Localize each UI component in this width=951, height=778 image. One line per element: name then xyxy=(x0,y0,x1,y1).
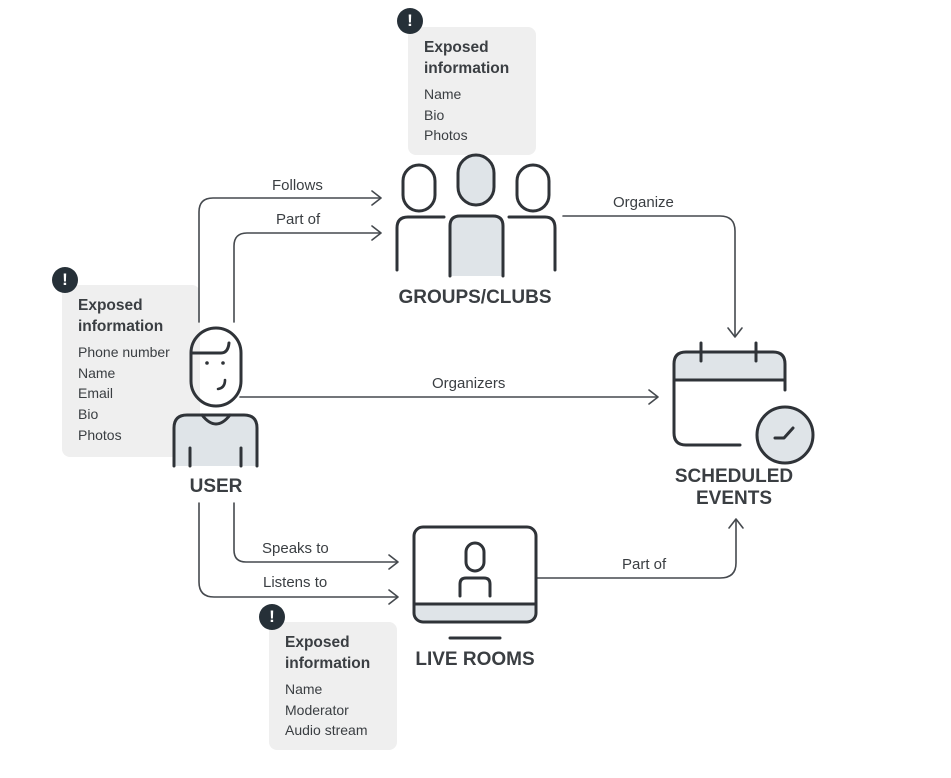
rooms-info-item: Audio stream xyxy=(285,722,368,739)
edge-label-speaks-to: Speaks to xyxy=(262,540,329,557)
edge-label-part-of-events: Part of xyxy=(622,556,667,573)
groups-info-item: Photos xyxy=(424,127,468,144)
rooms-info-box: Exposed information Name Moderator Audio… xyxy=(269,622,397,750)
user-icon xyxy=(172,326,259,468)
edge-organizers: Organizers xyxy=(239,375,659,405)
rooms-info-title: Exposed information xyxy=(285,634,371,672)
rooms-info-item: Moderator xyxy=(285,701,349,718)
user-alert-icon: ! xyxy=(52,267,78,293)
edge-label-part-of-groups: Part of xyxy=(276,211,321,228)
groups-info-box: Exposed information Name Bio Photos xyxy=(408,27,536,155)
user-info-item: Phone number xyxy=(78,344,170,360)
groups-info-item: Name xyxy=(424,86,462,102)
node-label-groups: GROUPS/CLUBS xyxy=(398,287,551,308)
edge-part-of-events: Part of xyxy=(536,518,744,579)
node-label-events-line1: SCHEDULED xyxy=(675,466,793,487)
calendar-clock-icon xyxy=(672,341,815,465)
node-label-user: USER xyxy=(190,476,243,497)
user-info-item: Name xyxy=(78,364,116,381)
groups-info-title: Exposed information xyxy=(424,39,510,77)
edge-listens-to: Listens to xyxy=(198,502,399,605)
edge-organize: Organize xyxy=(562,194,743,338)
edge-speaks-to: Speaks to xyxy=(233,502,399,570)
edge-part-of-groups: Part of xyxy=(233,211,382,323)
rooms-alert-icon: ! xyxy=(259,604,285,630)
user-info-item: Bio xyxy=(78,406,99,423)
edge-label-listens-to: Listens to xyxy=(263,574,327,591)
edge-follows: Follows xyxy=(198,177,382,323)
rooms-info-item: Name xyxy=(285,681,323,697)
edge-label-organizers: Organizers xyxy=(432,375,505,392)
groups-alert-icon: ! xyxy=(397,8,423,34)
monitor-person-icon xyxy=(412,525,538,640)
user-info-item: Email xyxy=(78,385,114,402)
node-label-rooms: LIVE ROOMS xyxy=(415,649,534,670)
group-icon xyxy=(395,153,557,278)
user-info-item: Photos xyxy=(78,426,122,443)
node-label-events-line2: EVENTS xyxy=(696,488,772,509)
edge-label-organize: Organize xyxy=(613,194,674,211)
user-info-title: Exposed information xyxy=(78,297,164,335)
groups-info-item: Bio xyxy=(424,106,445,123)
edge-label-follows: Follows xyxy=(272,177,323,194)
